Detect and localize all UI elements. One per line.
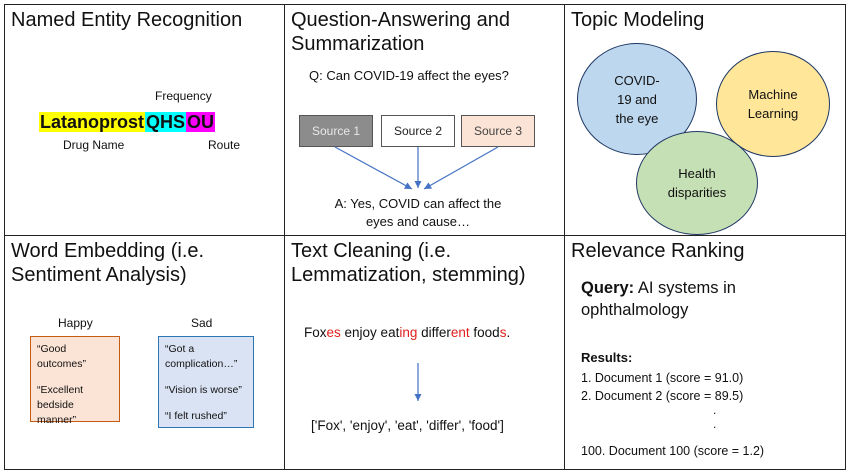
sad-label: Sad: [191, 316, 213, 330]
lemmatized-result: ['Fox', 'enjoy', 'eat', 'differ', 'food'…: [311, 418, 504, 433]
panel-title: Relevance Ranking: [571, 240, 745, 262]
happy-quote: “Good outcomes”: [37, 343, 87, 370]
query-text-line-2: ophthalmology: [581, 301, 689, 319]
route-label: Route: [208, 138, 241, 152]
panel-title: Text Cleaning (i.e. Lemmatization, stemm…: [291, 240, 526, 286]
entity-route: OU: [186, 112, 216, 132]
ellipsis-dot: .: [713, 417, 717, 431]
sad-box: “Got a complication…” “Vision is worse” …: [158, 336, 254, 428]
happy-label: Happy: [58, 316, 93, 330]
entity-frequency: QHS: [145, 112, 187, 132]
removed-suffix: ent: [450, 325, 470, 340]
panel-title: Question-Answering and Summarization: [291, 9, 511, 55]
panel-question-answering: Question-Answering and Summarization Q: …: [284, 4, 565, 236]
panel-text-cleaning: Text Cleaning (i.e. Lemmatization, stemm…: [284, 235, 565, 470]
word-part: .: [506, 325, 511, 340]
panel-word-embedding: Word Embedding (i.e. Sentiment Analysis)…: [4, 235, 285, 470]
result-item: 1. Document 1 (score = 91.0): [581, 371, 744, 385]
arrow-source-3: [423, 146, 499, 190]
result-item-last: 100. Document 100 (score = 1.2): [581, 444, 765, 458]
panel-named-entity-recognition: Named Entity Recognition Frequency Latan…: [4, 4, 285, 236]
topic-circle-health-disparities: Health disparities: [636, 131, 758, 235]
results-list: 1. Document 1 (score = 91.0) 2. Document…: [581, 369, 743, 405]
word-part: enjoy eat: [340, 325, 400, 340]
frequency-label: Frequency: [155, 89, 212, 103]
removed-suffix: ing: [399, 325, 418, 340]
source-3-box: Source 3: [461, 115, 535, 147]
removed-suffix: es: [326, 325, 341, 340]
word-part: differ: [417, 325, 451, 340]
panel-relevance-ranking: Relevance Ranking Query: AI systems in o…: [564, 235, 846, 470]
answer-text: A: Yes, COVID can affect the eyes and ca…: [323, 195, 513, 231]
cleaning-arrow: [414, 363, 422, 401]
topic-circle-machine-learning: Machine Learning: [716, 51, 830, 157]
topic-label-health-disparities: Health disparities: [667, 166, 727, 200]
panel-topic-modeling: Topic Modeling COVID- 19 and the eye Mac…: [564, 4, 846, 236]
ellipsis-dot: .: [713, 403, 717, 417]
word-part: food: [469, 325, 500, 340]
arrow-source-1: [334, 146, 413, 190]
panel-title: Topic Modeling: [571, 9, 705, 31]
ellipsis-dots: . .: [713, 403, 716, 431]
topic-label-covid: COVID- 19 and the eye: [614, 72, 660, 126]
sad-quote: “I felt rushed”: [165, 410, 227, 422]
source-1-box: Source 1: [299, 115, 373, 147]
sad-quote: “Got a complication…”: [165, 343, 238, 370]
entity-drug: Latanoprost: [39, 112, 146, 132]
answer-line-2: eyes and cause…: [365, 214, 471, 229]
topic-label-machine-learning: Machine Learning: [747, 87, 799, 121]
source-2-box: Source 2: [381, 115, 455, 147]
query-text: AI systems in: [634, 279, 736, 297]
raw-sentence: Foxes enjoy eating different foods.: [304, 325, 510, 340]
result-item: 2. Document 2 (score = 89.5): [581, 389, 744, 403]
happy-box: “Good outcomes” “Excellent bedside manne…: [30, 336, 120, 426]
question-text: Q: Can COVID-19 affect the eyes?: [309, 68, 509, 83]
panel-title: Named Entity Recognition: [11, 9, 243, 31]
word-part: Fox: [304, 325, 327, 340]
panel-title: Word Embedding (i.e. Sentiment Analysis): [11, 240, 205, 286]
results-label: Results:: [581, 350, 633, 365]
drug-name-label: Drug Name: [63, 138, 125, 152]
source-arrows: [334, 146, 499, 190]
query-block: Query: AI systems in ophthalmology: [581, 277, 736, 321]
removed-suffix: s: [499, 325, 507, 340]
query-label: Query:: [581, 279, 635, 297]
happy-quote: “Excellent bedside manner”: [37, 384, 84, 426]
sad-quote: “Vision is worse”: [165, 384, 242, 396]
answer-line-1: A: Yes, COVID can affect the: [334, 196, 502, 211]
